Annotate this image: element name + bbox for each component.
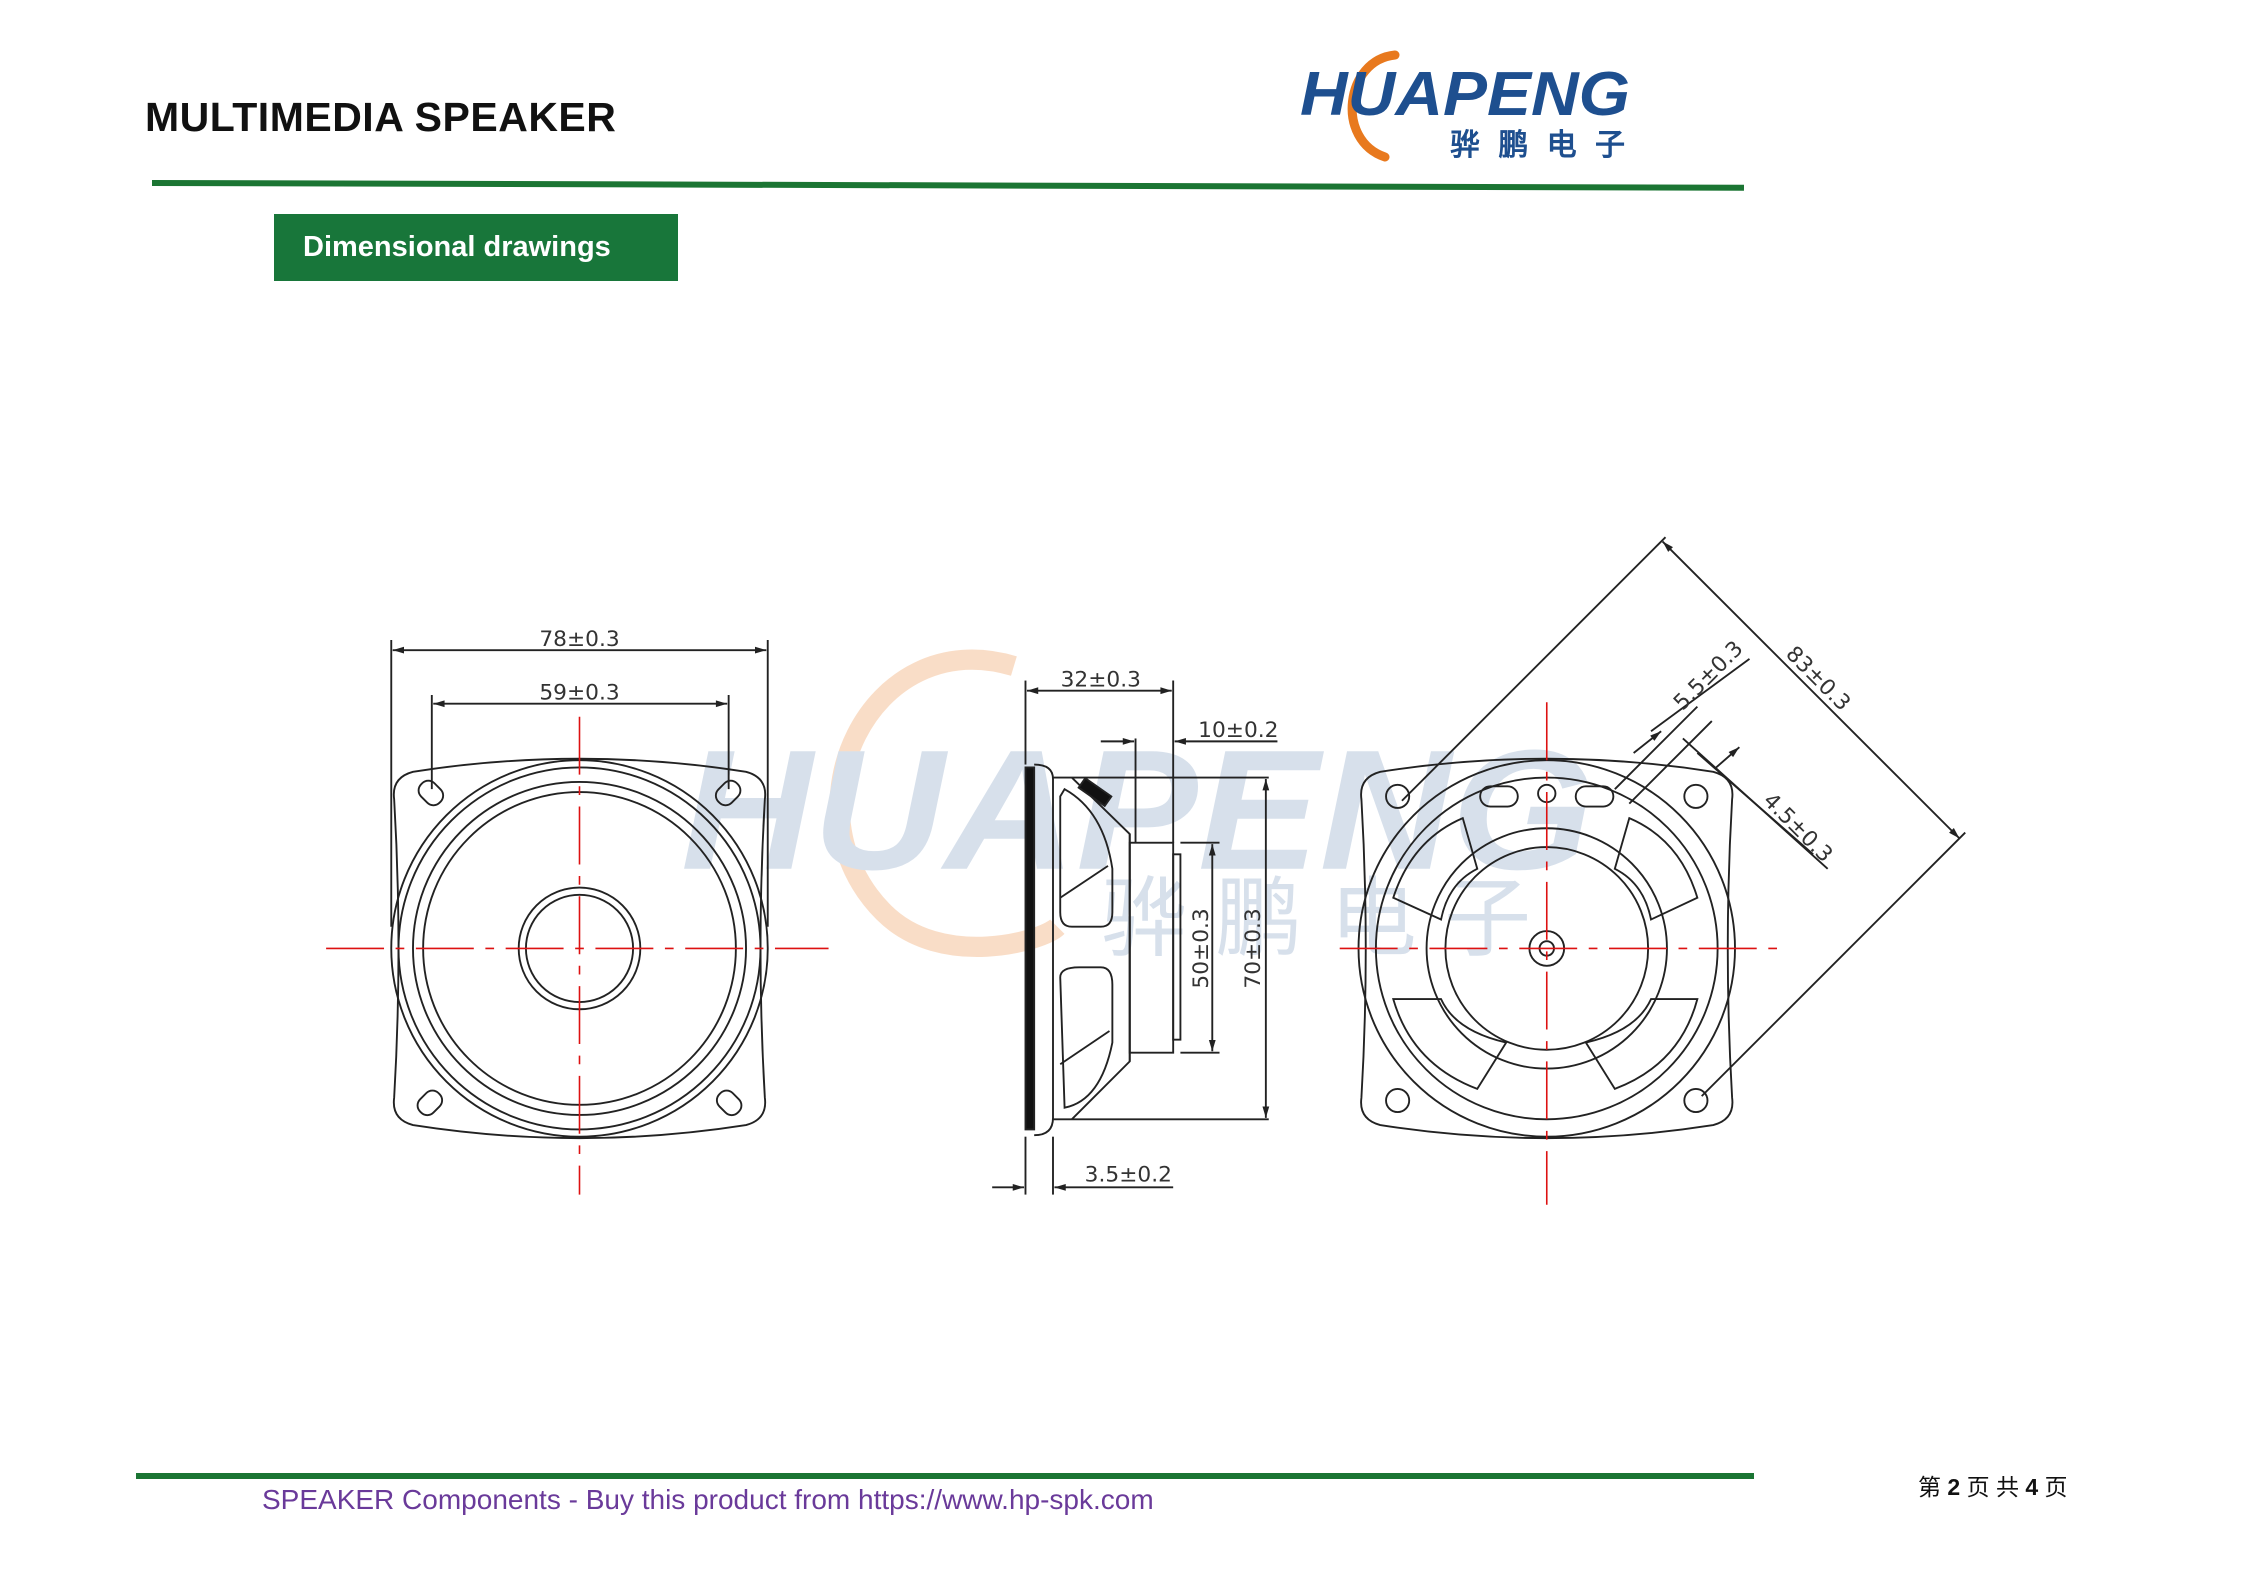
side-view [992,680,1278,1195]
company-logo: HUAPENG 骅鹏电子 [1300,50,1630,163]
dim-slot-width: 4.5±0.3 [1758,788,1837,867]
dim-hole-spacing: 59±0.3 [539,680,619,705]
watermark-text: HUAPENG [681,715,1593,906]
page-total: 4 [2025,1474,2039,1500]
dim-diagonal: 83±0.3 [1781,642,1855,716]
dim-flange-thickness: 3.5±0.2 [1085,1163,1172,1188]
page-number: 第 2 页 共 4 页 [1918,1468,2068,1502]
dim-slot-length: 5.5±0.3 [1669,636,1748,715]
front-view [326,640,829,1195]
watermark-cn: 骅 鹏 电 子 [1101,868,1531,969]
dim-frame-dia: 70±0.3 [1241,908,1266,988]
page-mid: 页 共 [1966,1474,2019,1500]
dim-magnet-depth: 10±0.2 [1198,718,1278,743]
page-title: MULTIMEDIA SPEAKER [145,94,617,140]
dim-magnet-dia: 50±0.3 [1189,908,1214,988]
page-current: 2 [1947,1474,1961,1500]
watermark: HUAPENG 骅 鹏 电 子 [681,649,1593,969]
page-suffix: 页 [2044,1474,2068,1500]
section-heading: Dimensional drawings [274,214,678,281]
footer-divider [136,1473,1754,1479]
dim-depth: 32±0.3 [1061,667,1141,692]
page-prefix: 第 [1918,1474,1941,1500]
rear-view [1339,536,1966,1205]
footer-text: SPEAKER Components - Buy this product fr… [262,1484,1154,1515]
dim-front-width: 78±0.3 [539,627,619,652]
logo-text: HUAPENG [1300,60,1630,129]
